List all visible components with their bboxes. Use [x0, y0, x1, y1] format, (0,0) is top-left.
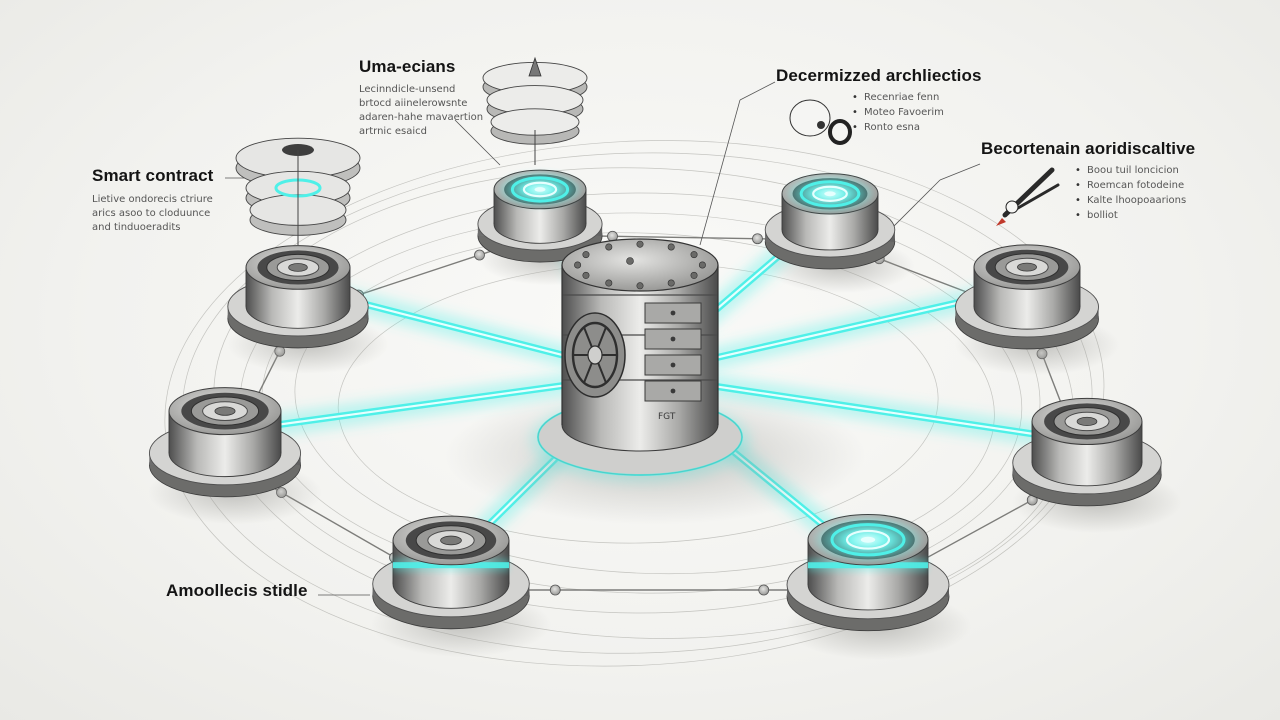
vault-rivet	[626, 257, 634, 265]
vault-drawer-knob	[670, 362, 676, 368]
leader-line	[454, 119, 501, 166]
node-glow-ring	[522, 181, 558, 198]
annotation-line: brtocd aiinelerowsnte	[359, 98, 468, 109]
lens-outline	[789, 99, 831, 137]
sketch-ring	[164, 140, 1105, 667]
annotation-becortenain: Becortenain aoridiscaltive	[981, 139, 1195, 159]
node-glow-core	[824, 191, 836, 197]
annotation-line: arics asoo to cloduunce	[92, 208, 211, 219]
node-top-cap	[288, 263, 308, 272]
node-cylinder-icon	[1011, 397, 1183, 533]
annotation-title: Uma-ecians	[359, 57, 456, 76]
vault-rivet	[698, 261, 706, 269]
network-nodes	[148, 169, 1183, 660]
vault-rivet	[667, 279, 675, 287]
node-top-cap	[1076, 416, 1098, 426]
disc-spike	[528, 56, 542, 77]
link-joint	[752, 233, 763, 245]
annotation-bullet: Ronto esna	[852, 120, 944, 135]
node-cylinder-icon	[227, 245, 389, 374]
pen-tip	[996, 218, 1006, 226]
node-top-cap	[440, 535, 462, 546]
annotation-bullet: Roemcan fotodeine	[1075, 178, 1186, 193]
annotation-uma-ecians: Uma-ecians Lecinndicle-unsend brtocd aii…	[359, 57, 483, 139]
annotation-title: Decermizzed archliectios	[776, 66, 982, 85]
vault-rivet	[605, 243, 613, 251]
vault-rivet	[636, 282, 644, 290]
annotation-title: Amoollecis stidle	[166, 581, 308, 600]
annotation-line: Lecinndicle-unsend	[359, 84, 456, 95]
annotation-line: adaren-hahe mavaertion	[359, 112, 484, 123]
chip-stack-icon	[235, 137, 361, 245]
vault-rivet	[690, 271, 698, 279]
annotation-line: and tinduoeradits	[92, 222, 181, 233]
annotation-becortenain-list: Boou tuil loncicion Roemcan fotodeine Ka…	[1075, 163, 1186, 223]
annotation-amoollecis: Amoollecis stidle	[166, 581, 308, 601]
annotation-bullet: bolliot	[1075, 208, 1186, 223]
lens-dot	[817, 121, 825, 129]
vault-drawer-knob	[670, 388, 676, 394]
pen-nib	[1005, 200, 1019, 214]
lens-ring	[828, 119, 852, 145]
leader-line	[739, 81, 776, 101]
link-joint	[758, 584, 770, 596]
node-glow-ring	[510, 176, 570, 203]
annotation-bullet: Boou tuil loncicion	[1075, 163, 1186, 178]
sketch-rings	[164, 140, 1105, 667]
vault-hub	[587, 345, 603, 365]
node-glow-ring	[845, 529, 891, 550]
annotation-decentralized: Decermizzed archliectios	[776, 66, 982, 86]
lens-icon	[789, 99, 852, 185]
vault-rivet	[636, 240, 644, 248]
annotation-bullet: Kalte lhoopoaarions	[1075, 193, 1186, 208]
node-glow-core	[860, 536, 876, 543]
node-cylinder-icon	[785, 514, 971, 660]
pen-tool-icon	[996, 167, 1060, 226]
node-cylinder-icon	[148, 387, 322, 525]
vault-drawer-knob	[670, 336, 676, 342]
annotation-bullet: Recenriae fenn	[852, 90, 944, 105]
node-glow-ring	[830, 523, 906, 557]
node-glow-core	[534, 187, 546, 192]
annotation-line: Lietive ondorecis ctriure	[92, 194, 213, 205]
node-cylinder-icon	[371, 515, 551, 658]
node-cylinder-icon	[477, 169, 622, 286]
node-glow-ring	[812, 185, 848, 202]
node-top-cap	[214, 406, 236, 416]
annotation-bullet: Moteo Favoerim	[852, 105, 944, 120]
pen-body	[1016, 183, 1060, 210]
annotation-smart-contract: Smart contract Lietive ondorecis ctriure…	[92, 166, 213, 235]
vault-rivet	[605, 279, 613, 287]
link-joint	[549, 584, 561, 596]
leader-line	[939, 163, 981, 181]
node-cylinder-icon	[764, 173, 915, 294]
vault-drawer-knob	[670, 310, 676, 316]
annotation-title: Smart contract	[92, 166, 214, 185]
node-top-cap	[1017, 262, 1037, 272]
vault-label: FGT	[658, 412, 676, 422]
annotation-line: artrnic esaicd	[359, 126, 428, 137]
node-cylinder-icon	[954, 244, 1120, 376]
annotation-title: Becortenain aoridiscaltive	[981, 139, 1196, 158]
vault-rivet	[582, 271, 590, 279]
leader-line	[699, 99, 741, 246]
vault-rivet	[574, 261, 582, 269]
annotation-icons	[235, 56, 1060, 245]
disc-stack-icon	[482, 56, 588, 165]
vault-rivet	[582, 251, 590, 259]
vault-rivet	[690, 251, 698, 259]
annotation-decentralized-list: Recenriae fenn Moteo Favoerim Ronto esna	[852, 90, 944, 135]
vault-rivet	[667, 243, 675, 251]
vault-safe-icon: FGT	[445, 238, 865, 525]
vault-top	[561, 238, 719, 292]
